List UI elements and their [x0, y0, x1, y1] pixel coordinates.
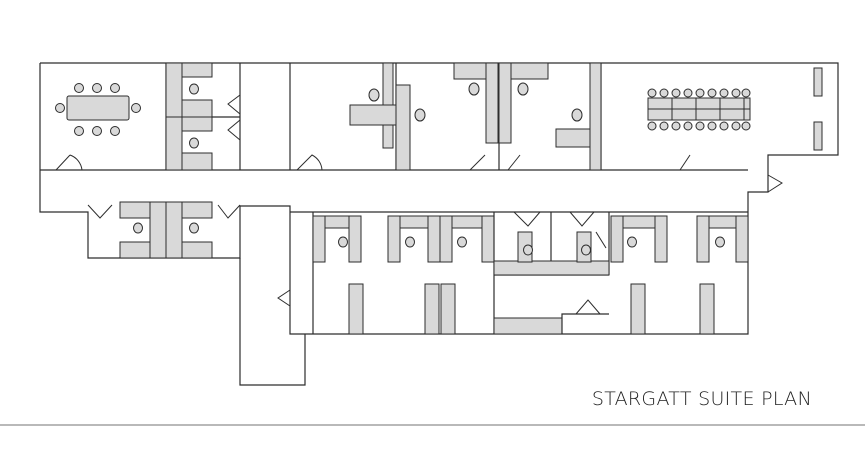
open-office-north [296, 62, 691, 171]
footer-divider [0, 424, 865, 426]
chair [110, 83, 120, 93]
chair [110, 126, 120, 136]
small-offices [165, 62, 241, 171]
chair [92, 83, 102, 93]
chair [55, 103, 65, 113]
conference-table [66, 95, 130, 121]
door-swing [55, 154, 83, 171]
chair [92, 126, 102, 136]
chair [131, 103, 141, 113]
training-room [647, 67, 823, 193]
south-offices [277, 211, 749, 335]
conference-room [55, 83, 141, 171]
chair [74, 83, 84, 93]
chair [74, 126, 84, 136]
plan-title: STARGATT SUITE PLAN [591, 388, 812, 410]
west-office-pod [87, 201, 241, 259]
